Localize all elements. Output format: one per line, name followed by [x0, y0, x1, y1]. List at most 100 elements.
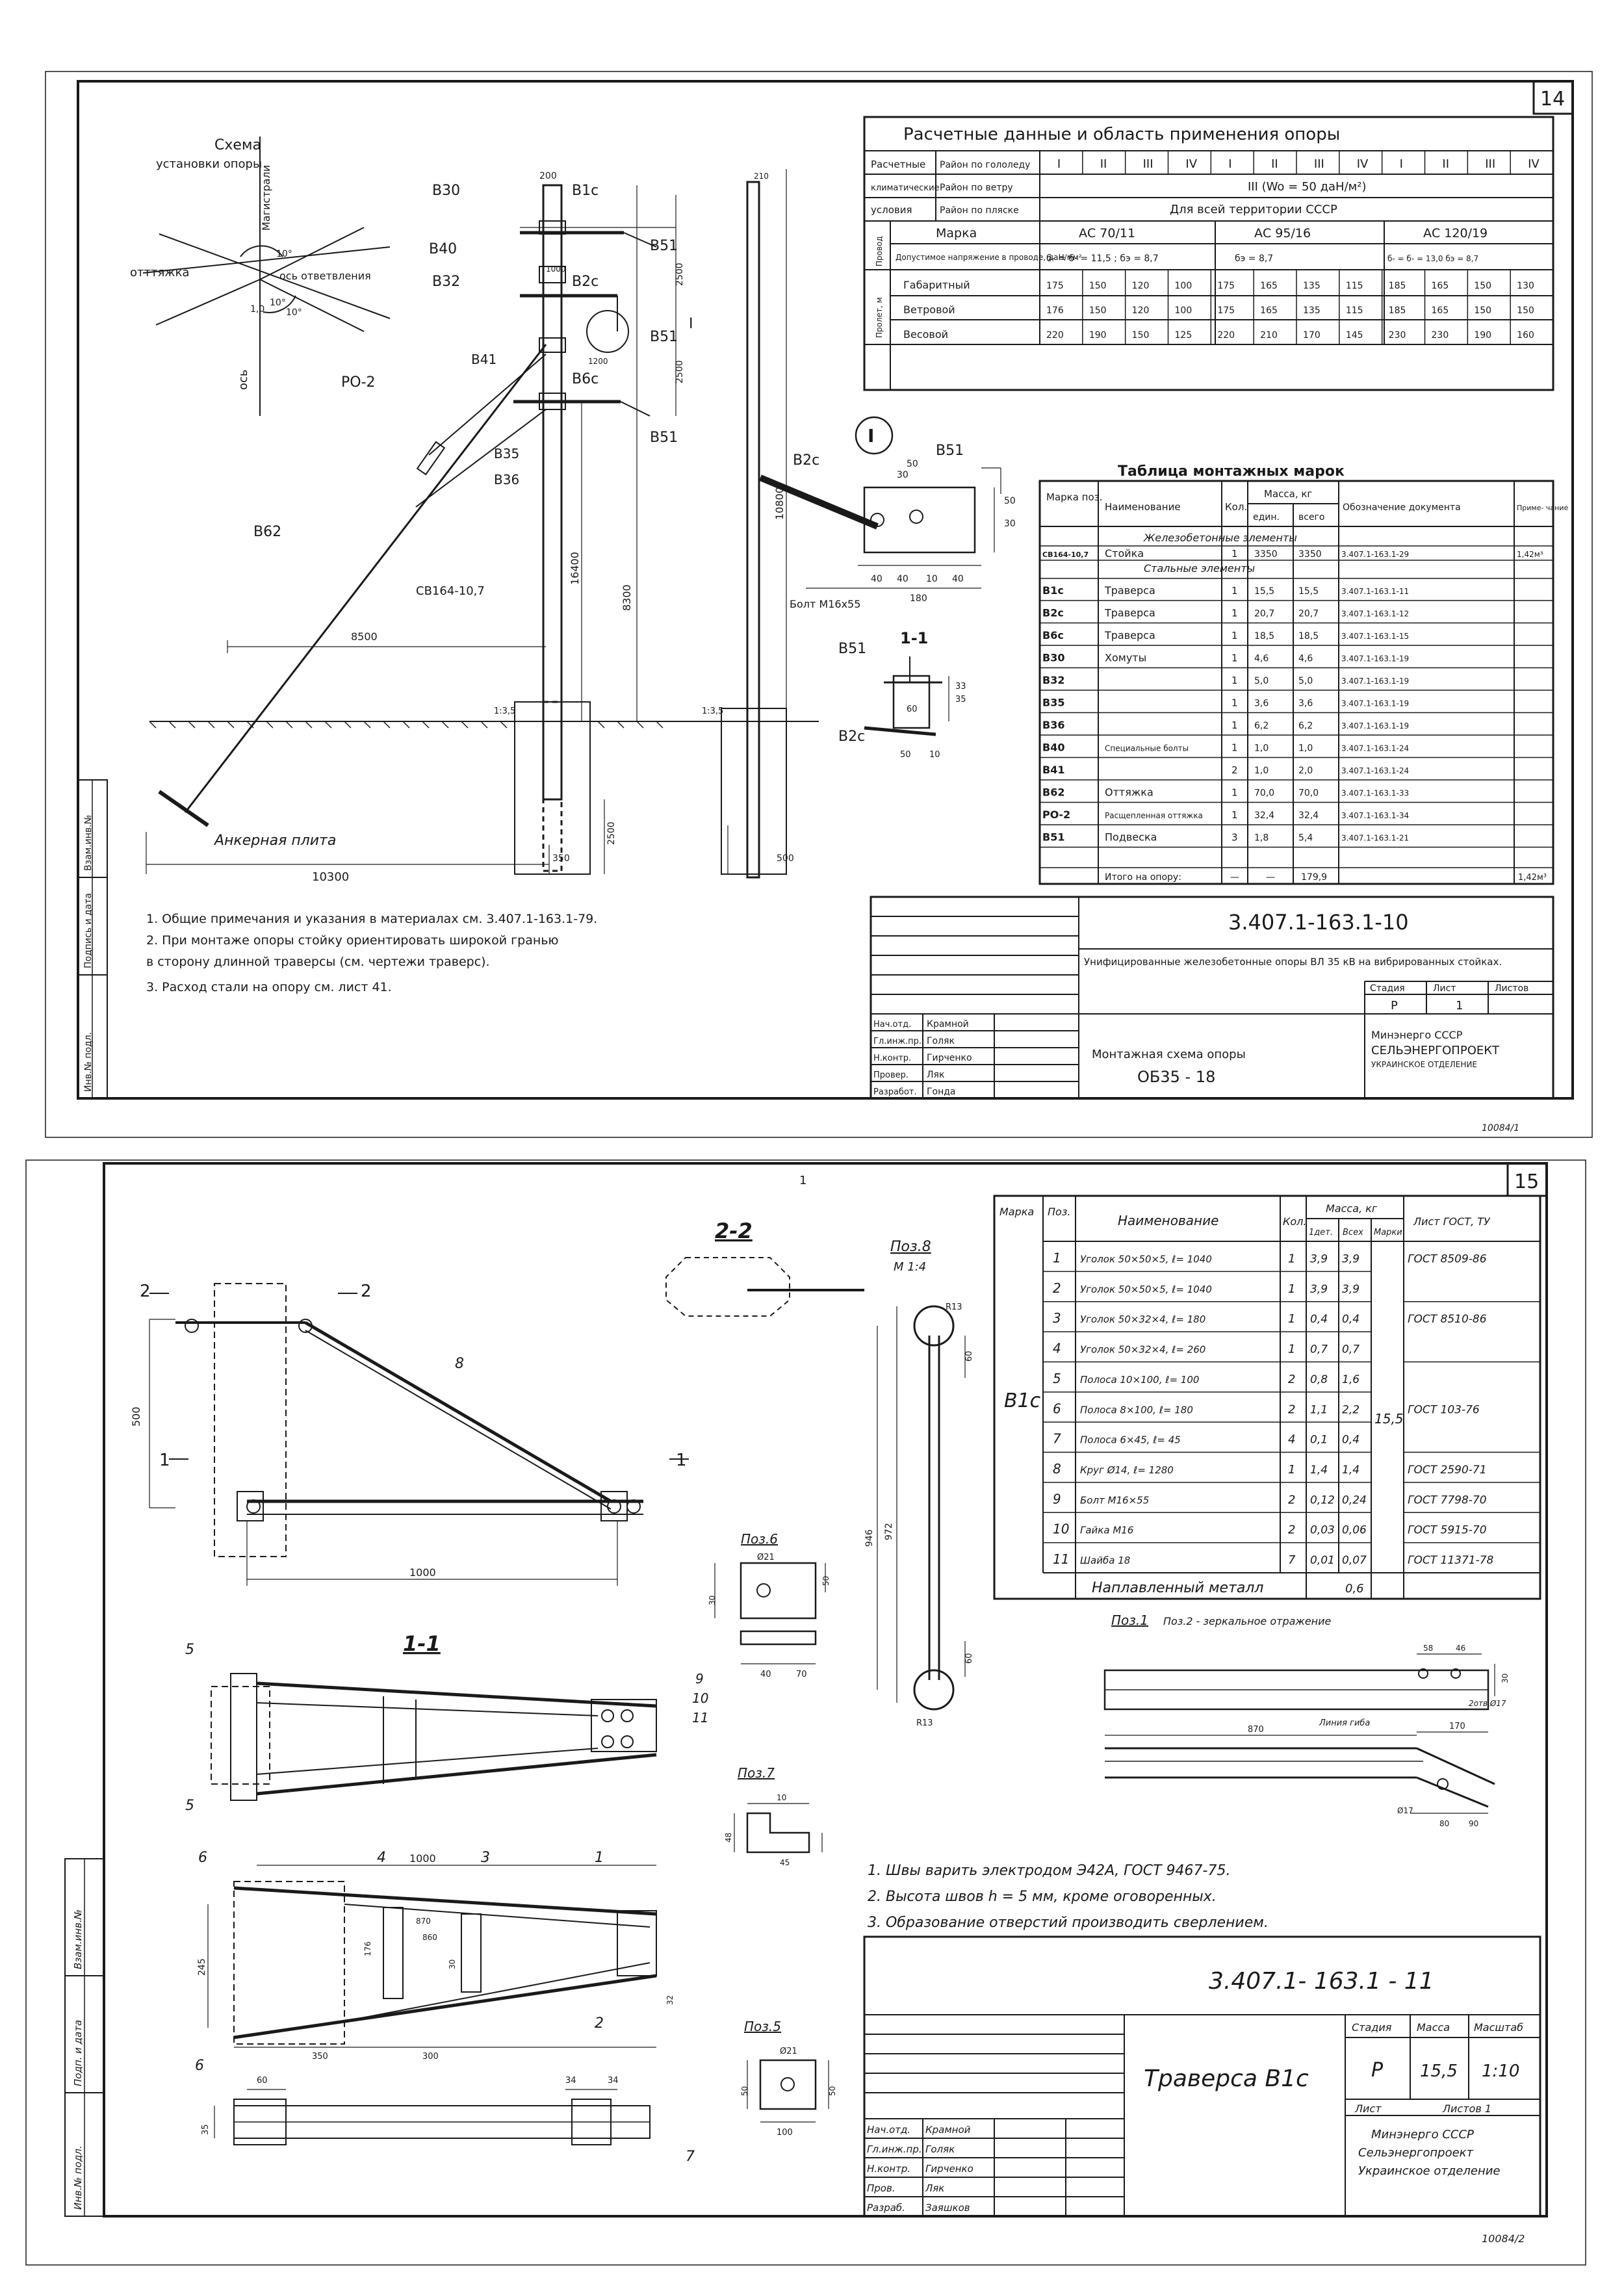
parts-mark-10: В62 [1042, 786, 1064, 799]
span-value-1-8: 115 [1346, 281, 1363, 291]
spec-one-6: 1,1 [1310, 1403, 1328, 1416]
tb2-staff: Нач.отд.КрамнойГл.инж.пр.ГолякН.контр.Ги… [867, 2124, 973, 2214]
spec-qty-4: 1 [1288, 1343, 1295, 1356]
tb1-description: Унифицированные железобетонные опоры ВЛ … [1084, 956, 1502, 968]
scheme-label-axis: ось [237, 369, 250, 390]
parts-unit-11: 32,4 [1254, 810, 1274, 821]
tb2-org-1: Минэнерго СССР [1371, 2128, 1474, 2141]
sheet2-note-1: 1. Швы варить электродом Э42А, ГОСТ 9467… [868, 1863, 1230, 1879]
section-label-b2c: В2с [838, 729, 865, 745]
view-label-2-2: 2-2 [715, 1219, 753, 1243]
tb2-role-4: Разраб. [867, 2202, 905, 2214]
tb1-org-3: УКРАИНСКОЕ ОТДЕЛЕНИЕ [1371, 1060, 1477, 1069]
span-value-3-10: 230 [1432, 330, 1449, 341]
parts-qty-9: 2 [1231, 764, 1238, 776]
spec-pos-6: 6 [1053, 1401, 1061, 1416]
scheme-label-mainline: Магистрали [260, 165, 272, 231]
design-table-col-lines [1082, 151, 1511, 344]
label-holes: 2отв.Ø17 [1469, 1699, 1506, 1708]
span-value-1-1: 175 [1046, 281, 1064, 291]
tb2-mass-label: Масса [1417, 2021, 1450, 2034]
span-value-2-10: 165 [1432, 305, 1449, 316]
tb1-role-1: Гл.инж.пр. [873, 1037, 922, 1046]
tb2-code: 3.407.1- 163.1 - 11 [1209, 1968, 1434, 1995]
scheme-angle-3: 1,0 [250, 304, 264, 315]
parts-doc-1: 3.407.1-163.1-11 [1341, 587, 1409, 596]
span-name-1: Габаритный [903, 279, 970, 291]
sheet2-title-block [863, 1935, 1541, 2218]
design-wind-label: Район по ветру [940, 183, 1013, 193]
view-label-poz7: Поз.7 [738, 1765, 775, 1781]
spec-one-5: 0,8 [1310, 1373, 1328, 1386]
dim-48: 48 [724, 1833, 733, 1843]
spec-header-mass: Масса, кг [1326, 1202, 1378, 1215]
label-po2: РО-2 [341, 374, 376, 391]
spec-all-9: 0,24 [1342, 1494, 1367, 1507]
parts-qty-10: 1 [1231, 787, 1238, 799]
dim-50-c: 50 [828, 2086, 837, 2096]
spec-name-1: Уголок 50×50×5, ℓ= 1040 [1080, 1253, 1212, 1265]
parts-total-mass: 179,9 [1301, 872, 1327, 883]
poz8-rod [877, 1305, 966, 1711]
tb1-drawing-name-2: ОБ35 - 18 [1137, 1068, 1215, 1086]
span-value-2-11: 150 [1474, 305, 1491, 316]
detail-dim-8: 50 [1004, 496, 1016, 506]
dim-1000-a: 1000 [409, 1566, 436, 1579]
design-dance-label: Район по пляске [940, 205, 1019, 216]
spec-pos-4: 4 [1053, 1341, 1061, 1356]
detail-label-b2c: В2с [793, 452, 819, 469]
span-value-1-10: 165 [1432, 281, 1449, 291]
label-bend-line: Линия гиба [1319, 1718, 1370, 1728]
label-b32: В32 [432, 274, 460, 290]
section-label-b51: В51 [838, 641, 866, 657]
crossarm-plan [149, 1283, 689, 1586]
scheme-angle-1: 10° [276, 249, 292, 259]
dim-34-a: 34 [565, 2076, 576, 2086]
spec-table-grid [993, 1195, 1541, 1600]
marker-1-right: 1 [676, 1451, 687, 1470]
sheet2-frame [103, 1162, 1548, 2218]
span-value-1-12: 130 [1517, 281, 1534, 291]
design-mark-label: Марка [936, 226, 977, 240]
design-table-grid [863, 116, 1554, 391]
scheme-label-branch: ось ответвления [279, 270, 371, 282]
sheet2-outer-border [25, 1159, 1586, 2266]
spec-all-6: 2,2 [1342, 1403, 1360, 1416]
spec-weld-mass: 0,6 [1345, 1582, 1364, 1596]
spec-mark: В1с [1004, 1390, 1041, 1412]
label-b62: В62 [253, 524, 281, 540]
spec-all-2: 3,9 [1342, 1283, 1360, 1296]
marker-pos-11: 11 [692, 1710, 708, 1726]
parts-total-0: 3350 [1298, 549, 1322, 560]
marker-pos-9: 9 [695, 1671, 704, 1687]
dim-100: 100 [777, 2128, 793, 2138]
label-b40: В40 [429, 241, 457, 257]
sheet1-title-block [870, 896, 1554, 1100]
dim-8500: 8500 [351, 630, 378, 643]
parts-qty-8: 1 [1231, 742, 1238, 754]
parts-header-note: Приме- чание [1517, 504, 1569, 512]
spec-name-8: Круг Ø14, ℓ= 1280 [1080, 1464, 1174, 1476]
marker-pos-4: 4 [377, 1850, 386, 1866]
dim-d21-a: Ø21 [757, 1553, 775, 1562]
span-value-1-9: 185 [1389, 281, 1406, 291]
sheet2-top-mark: 1 [799, 1174, 806, 1187]
dim-r13-b: R13 [916, 1718, 933, 1728]
spec-pos-9: 9 [1053, 1491, 1061, 1507]
span-value-3-6: 210 [1260, 330, 1278, 341]
parts-doc-6: 3.407.1-163.1-19 [1341, 699, 1409, 708]
parts-note-0: 1,42м³ [1517, 550, 1543, 559]
tb2-scale-label: Масштаб [1474, 2021, 1523, 2034]
parts-header-unit: един. [1253, 512, 1280, 523]
dim-860: 860 [422, 1933, 437, 1942]
span-value-1-4: 100 [1175, 281, 1192, 291]
span-value-1-6: 165 [1260, 281, 1278, 291]
span-value-1-3: 120 [1132, 281, 1150, 291]
dim-350: 350 [552, 853, 570, 864]
label-b41: В41 [471, 352, 496, 367]
marker-pos-5a: 5 [185, 1642, 194, 1658]
parts-total-10: 70,0 [1298, 788, 1319, 799]
spec-one-1: 3,9 [1310, 1252, 1328, 1265]
ice-region-8: IV [1357, 157, 1369, 171]
